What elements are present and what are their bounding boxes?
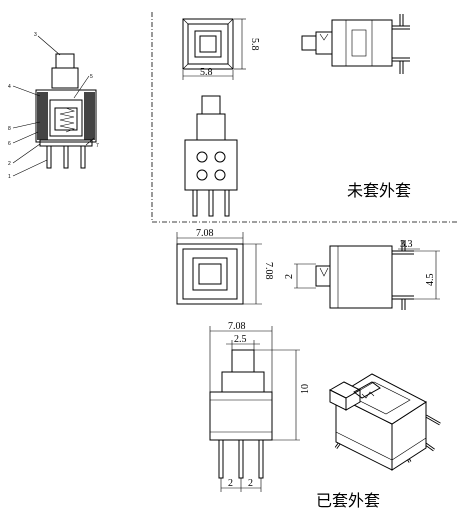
callout-2: 2 (8, 161, 11, 167)
front-view-large (209, 326, 300, 492)
callout-1: 1 (8, 174, 11, 180)
top-view-small (182, 18, 246, 80)
dim-side-right: 4.5 (425, 274, 436, 287)
dim-front-height: 10 (300, 384, 311, 394)
dim-pin-pitch-b: 2 (248, 478, 253, 489)
caption-with-cover: 已套外套 (316, 491, 380, 510)
dim-pin-pitch-a: 2 (228, 478, 233, 489)
side-view-small (301, 14, 410, 74)
dim-large-width: 7.08 (196, 228, 214, 239)
dim-small-height: 5.8 (249, 38, 260, 51)
callout-3: 3 (34, 32, 37, 38)
callout-6: 6 (8, 141, 11, 147)
callout-7: 7 (96, 143, 99, 149)
dim-front-button: 2.5 (234, 334, 247, 345)
top-view-large (176, 232, 262, 305)
callout-4: 4 (8, 84, 11, 90)
front-view-small (184, 95, 238, 217)
cross-section-view (12, 35, 97, 177)
dim-side-top: 3.3 (400, 239, 413, 250)
callout-5: 5 (90, 74, 93, 80)
dim-large-height: 7.08 (263, 262, 274, 280)
dim-front-width: 7.08 (228, 321, 246, 332)
dim-small-width: 5.8 (200, 67, 213, 78)
callout-8: 8 (8, 126, 11, 132)
isometric-view (328, 373, 441, 471)
side-view-large (294, 240, 440, 310)
caption-without-cover: 未套外套 (347, 181, 411, 200)
dim-side-left: 2 (284, 274, 295, 279)
